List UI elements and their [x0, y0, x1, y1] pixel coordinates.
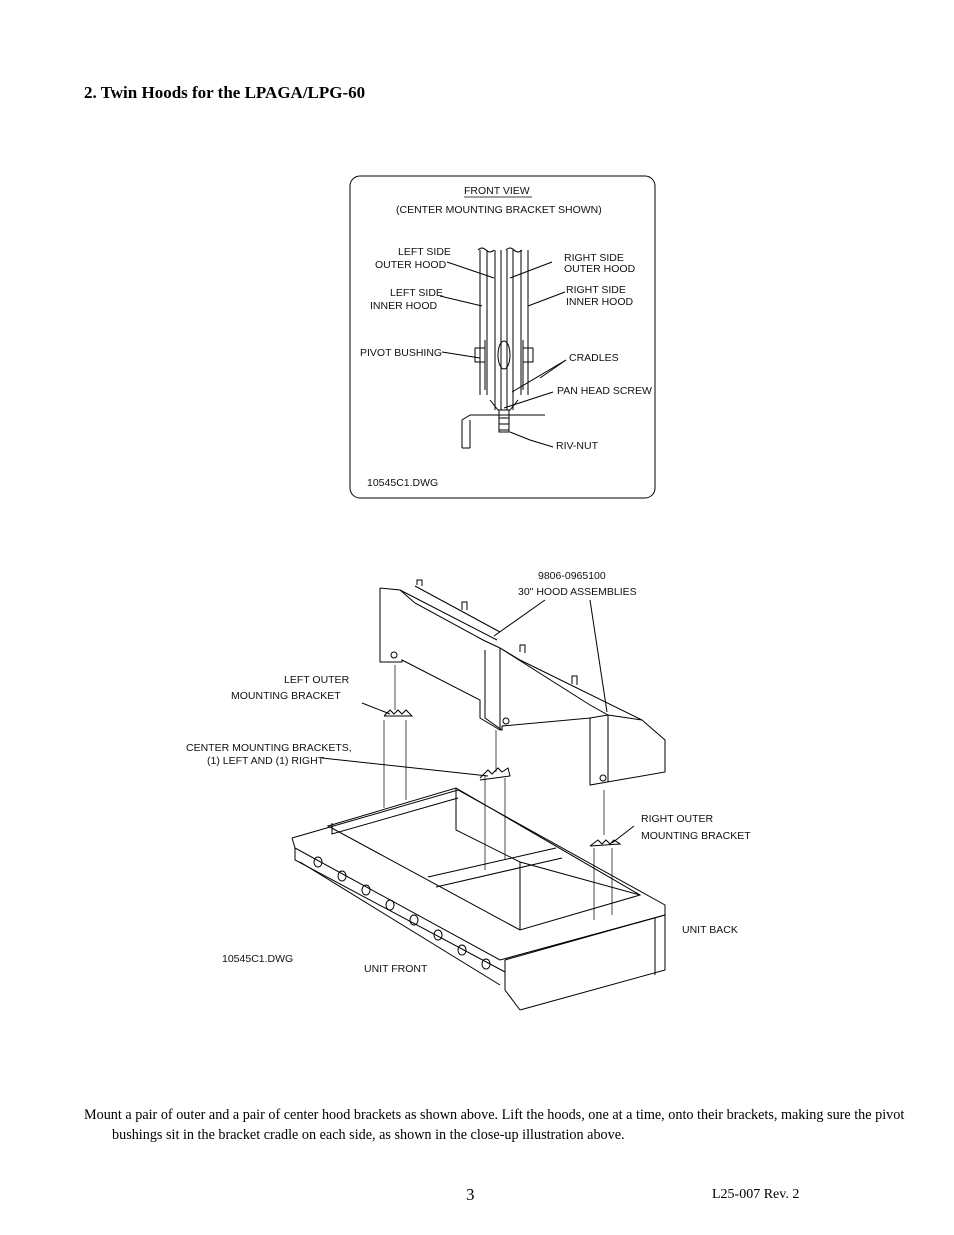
front-view-detail	[349, 175, 656, 499]
label-right-outer-1: RIGHT SIDE	[564, 252, 624, 264]
label-unit-front: UNIT FRONT	[364, 963, 428, 975]
label-right-inner-2: INNER HOOD	[566, 296, 634, 308]
label-left-outer-1: LEFT SIDE	[398, 246, 451, 258]
page-number: 3	[466, 1185, 475, 1204]
front-view-frame	[349, 175, 656, 499]
section-heading: 2. Twin Hoods for the LPAGA/LPG-60	[84, 83, 366, 102]
assembly-dwg: 10545C1.DWG	[222, 953, 293, 965]
front-view-subtitle: (CENTER MOUNTING BRACKET SHOWN)	[396, 204, 602, 216]
label-cradles: CRADLES	[569, 352, 619, 364]
assembly-drawing	[291, 579, 666, 1011]
label-left-outer-bracket-2: MOUNTING BRACKET	[231, 690, 341, 702]
label-left-outer-bracket-1: LEFT OUTER	[284, 674, 350, 686]
label-hood-assemblies: 30" HOOD ASSEMBLIES	[518, 586, 637, 598]
label-riv-nut: RIV-NUT	[556, 440, 599, 452]
label-right-outer-bracket-2: MOUNTING BRACKET	[641, 830, 751, 842]
label-part-number: 9806-0965100	[538, 570, 606, 582]
label-center-brackets-1: CENTER MOUNTING BRACKETS,	[186, 742, 352, 754]
instruction-paragraph: Mount a pair of outer and a pair of cent…	[84, 1107, 905, 1143]
front-view-dwg: 10545C1.DWG	[367, 477, 438, 489]
label-unit-back: UNIT BACK	[682, 924, 738, 936]
label-right-inner-1: RIGHT SIDE	[566, 284, 626, 296]
label-right-outer-bracket-1: RIGHT OUTER	[641, 813, 714, 825]
label-left-inner-1: LEFT SIDE	[390, 287, 443, 299]
label-pan-head-screw: PAN HEAD SCREW	[557, 385, 652, 397]
label-pivot-bushing: PIVOT BUSHING	[360, 347, 442, 359]
label-left-inner-2: INNER HOOD	[370, 300, 438, 312]
label-center-brackets-2: (1) LEFT AND (1) RIGHT	[207, 755, 325, 767]
document-id: L25-007 Rev. 2	[712, 1187, 800, 1202]
label-right-outer-2: OUTER HOOD	[564, 263, 636, 275]
label-left-outer-2: OUTER HOOD	[375, 259, 447, 271]
front-view-title: FRONT VIEW	[464, 185, 530, 197]
